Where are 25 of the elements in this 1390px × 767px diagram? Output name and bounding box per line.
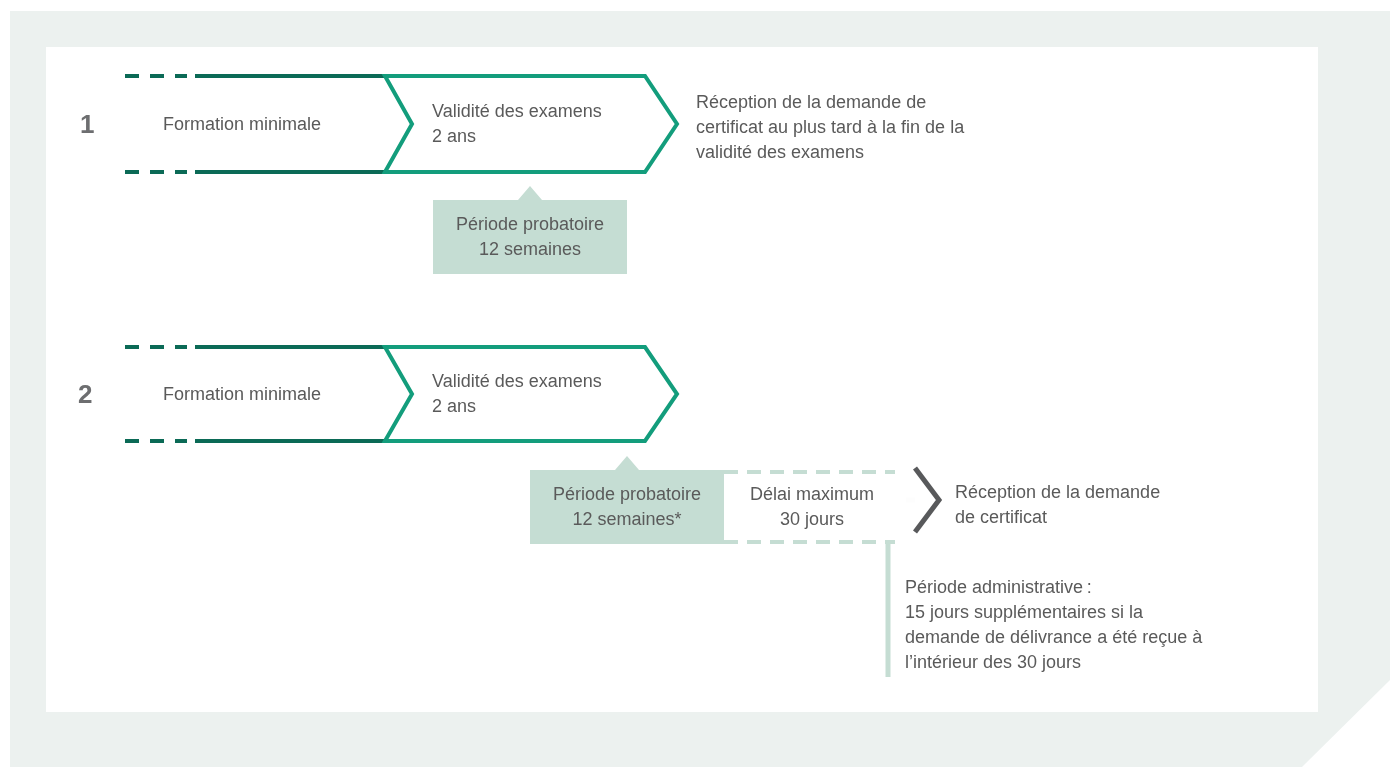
note-heading: Période administrative : — [905, 576, 1092, 599]
open-step-shape — [125, 345, 387, 443]
note-text: Réception de la demande de certificat au plus tard à la fin de la validité des examens — [696, 91, 966, 164]
step-text: 30 jours — [778, 508, 845, 531]
callout-box — [530, 456, 724, 544]
step-text: Délai maximum — [749, 483, 875, 506]
callout-box — [433, 186, 627, 274]
step-text: Formation minimale — [163, 383, 322, 406]
step-text: Réception de la demande de certificat — [955, 481, 1162, 529]
step-text: 2 ans — [432, 395, 477, 418]
step-text: 15 jours supplémentaires si la demande de délivrance a été reçue à l’intérieur des 30 jours — [905, 601, 1204, 674]
step-text: Formation minimale — [163, 113, 322, 136]
open-step-shape — [125, 74, 387, 174]
row-number: 1 — [80, 112, 96, 137]
leader-line — [885, 544, 891, 677]
step-text: Période probatoire — [454, 213, 606, 236]
row-number: 2 — [78, 382, 94, 407]
step-text: Validité des examens — [432, 100, 602, 123]
step-text: Validité des examens — [432, 370, 602, 393]
chevron-step — [383, 74, 679, 174]
chevron-step — [383, 345, 679, 443]
step-text: 2 ans — [432, 125, 477, 148]
step-text: Période probatoire — [551, 483, 703, 506]
step-text: 12 semaines* — [571, 508, 683, 531]
step-text: 12 semaines — [477, 238, 583, 261]
